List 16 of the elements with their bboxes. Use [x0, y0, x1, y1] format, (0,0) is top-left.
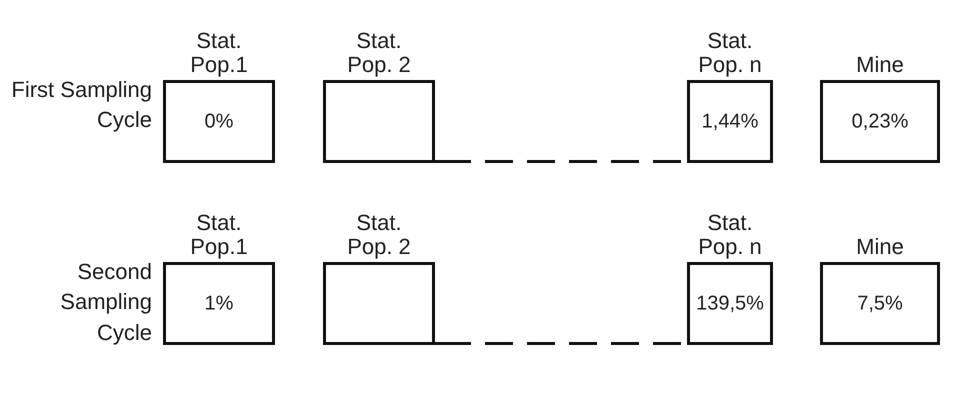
percentage-value: 139,5%: [695, 292, 765, 315]
column-heading: Stat. Pop. n: [697, 210, 763, 259]
column-heading: Stat. Pop. 2: [346, 28, 412, 77]
column-heading: Stat. Pop.1: [189, 28, 249, 77]
percentage-value: 1%: [204, 292, 234, 315]
percentage-value: 1,44%: [700, 110, 760, 133]
column-heading: Stat. Pop.1: [189, 210, 249, 259]
column-heading: Stat. Pop. n: [697, 28, 763, 77]
column-heading: Mine: [855, 52, 905, 77]
row-label: First Sampling Cycle: [10, 76, 152, 134]
column-heading: Stat. Pop. 2: [346, 210, 412, 259]
percentage-value: 0%: [204, 110, 234, 133]
column-heading: Mine: [855, 234, 905, 259]
percentage-value: 7,5%: [856, 292, 904, 315]
percentage-value: 0,23%: [850, 110, 910, 133]
row-label: Second Sampling Cycle: [59, 258, 152, 347]
